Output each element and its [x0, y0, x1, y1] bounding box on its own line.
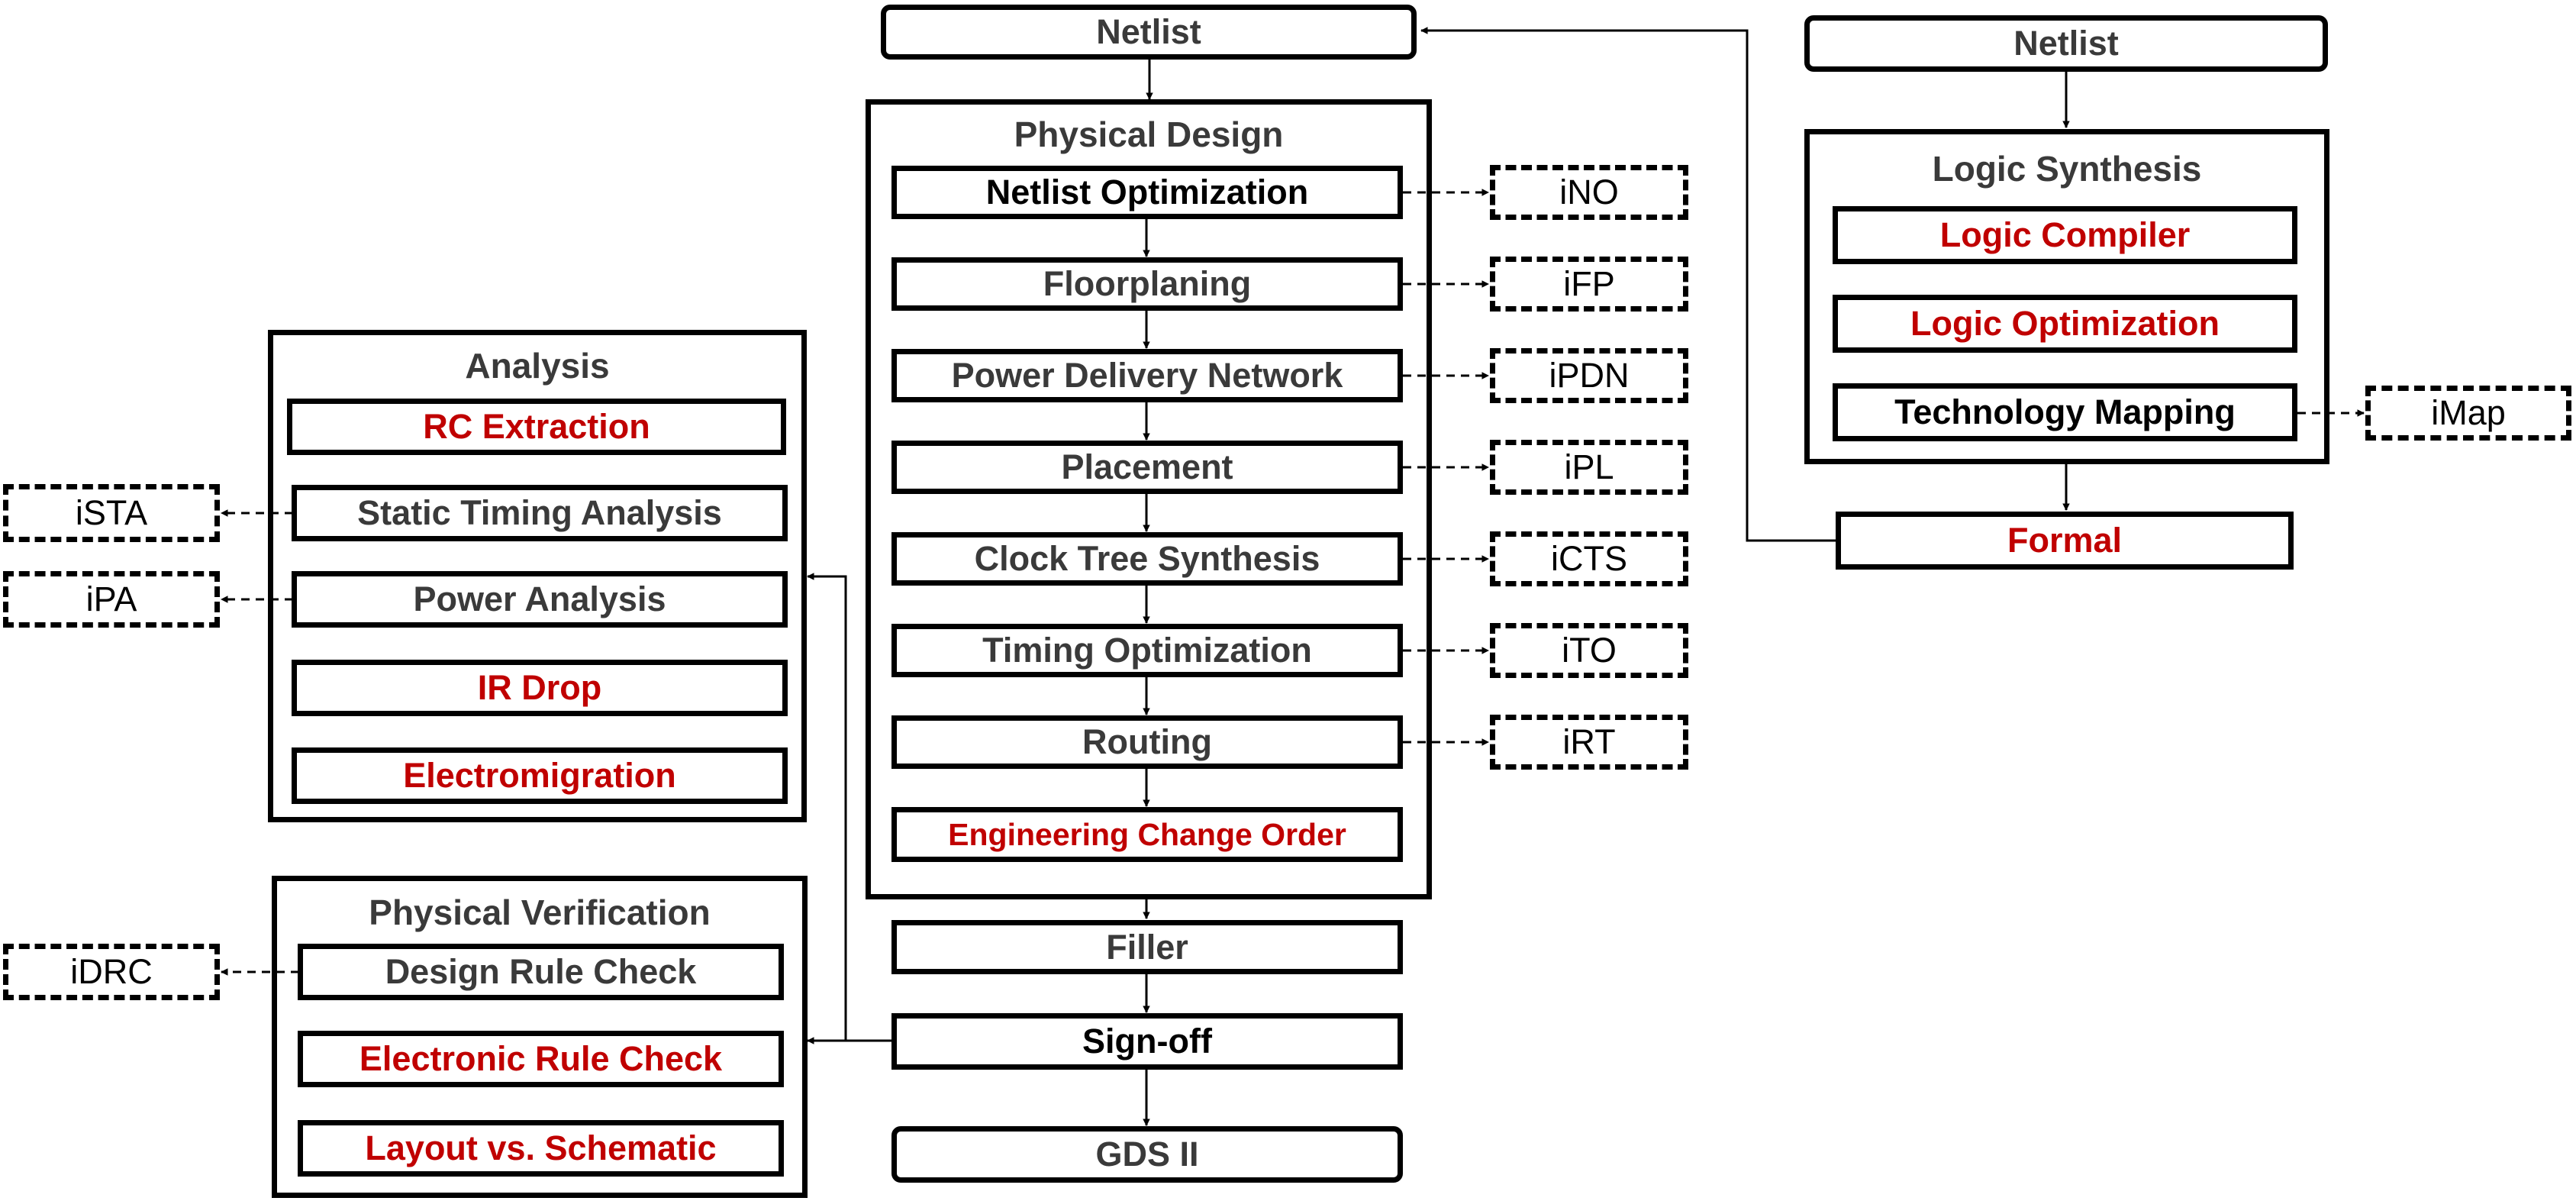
- physical-verification-title: Physical Verification: [369, 893, 711, 932]
- tool-ito-label: iTO: [1562, 631, 1617, 670]
- clock-tree-synthesis-box: Clock Tree Synthesis: [891, 532, 1403, 586]
- analysis-group: Analysis: [268, 330, 807, 822]
- tool-ipdn: iPDN: [1490, 348, 1688, 403]
- logic-synthesis-group: Logic Synthesis: [1804, 129, 2329, 464]
- clock-tree-synthesis-label: Clock Tree Synthesis: [974, 539, 1320, 578]
- electronic-rule-check-box: Electronic Rule Check: [298, 1031, 784, 1087]
- netlist-label: Netlist: [1096, 12, 1201, 51]
- formal-label: Formal: [2007, 521, 2123, 560]
- timing-optimization-label: Timing Optimization: [982, 631, 1312, 670]
- gds-ii-label: GDS II: [1095, 1135, 1199, 1174]
- physical-verification-group: Physical Verification: [272, 876, 808, 1198]
- tool-ipa-label: iPA: [85, 580, 137, 618]
- rc-extraction-label: RC Extraction: [423, 407, 650, 446]
- ls-netlist-label: Netlist: [2013, 24, 2119, 63]
- gds-ii-box: GDS II: [891, 1126, 1403, 1183]
- tool-idrc: iDRC: [3, 944, 220, 1000]
- placement-box: Placement: [891, 441, 1403, 494]
- static-timing-analysis-box: Static Timing Analysis: [292, 485, 788, 541]
- tool-irt-label: iRT: [1562, 722, 1616, 761]
- tool-ifp: iFP: [1490, 257, 1688, 312]
- physical-design-group: Physical Design: [866, 99, 1432, 899]
- power-analysis-label: Power Analysis: [413, 580, 666, 618]
- formal-box: Formal: [1836, 512, 2294, 570]
- signoff-box: Sign-off: [891, 1013, 1403, 1070]
- logic-compiler-label: Logic Compiler: [1939, 215, 2191, 254]
- power-delivery-network-box: Power Delivery Network: [891, 349, 1403, 402]
- floorplaning-box: Floorplaning: [891, 257, 1403, 311]
- electromigration-box: Electromigration: [292, 747, 788, 804]
- power-delivery-network-label: Power Delivery Network: [951, 356, 1343, 395]
- design-rule-check-box: Design Rule Check: [298, 944, 784, 1000]
- tool-idrc-label: iDRC: [70, 952, 153, 991]
- tool-icts-label: iCTS: [1551, 539, 1627, 578]
- netlist-optimization-label: Netlist Optimization: [985, 173, 1309, 211]
- logic-compiler-box: Logic Compiler: [1833, 206, 2297, 264]
- logic-optimization-label: Logic Optimization: [1910, 304, 2220, 343]
- engineering-change-order-box: Engineering Change Order: [891, 807, 1403, 862]
- tool-ipa: iPA: [3, 571, 220, 628]
- design-rule-check-label: Design Rule Check: [385, 952, 697, 991]
- tool-ista-label: iSTA: [75, 493, 148, 532]
- tool-ipl-label: iPL: [1564, 447, 1614, 486]
- tool-ifp-label: iFP: [1563, 264, 1615, 303]
- tool-ipdn-label: iPDN: [1549, 356, 1630, 395]
- signoff-label: Sign-off: [1082, 1022, 1212, 1061]
- tool-imap: iMap: [2365, 386, 2571, 441]
- engineering-change-order-label: Engineering Change Order: [948, 816, 1346, 852]
- tool-ino-label: iNO: [1559, 173, 1619, 211]
- tool-imap-label: iMap: [2431, 393, 2506, 432]
- tool-ipl: iPL: [1490, 440, 1688, 495]
- tool-ista: iSTA: [3, 484, 220, 542]
- technology-mapping-box: Technology Mapping: [1833, 383, 2297, 441]
- logic-synthesis-title: Logic Synthesis: [1932, 149, 2202, 189]
- rc-extraction-box: RC Extraction: [287, 399, 786, 455]
- tool-irt: iRT: [1490, 715, 1688, 770]
- analysis-title: Analysis: [465, 346, 610, 386]
- physical-design-title: Physical Design: [1014, 115, 1284, 154]
- tool-icts: iCTS: [1490, 531, 1688, 586]
- netlist-optimization-box: Netlist Optimization: [891, 166, 1403, 219]
- routing-box: Routing: [891, 715, 1403, 769]
- ir-drop-label: IR Drop: [477, 668, 602, 707]
- electromigration-label: Electromigration: [403, 756, 676, 795]
- floorplaning-label: Floorplaning: [1043, 264, 1252, 303]
- static-timing-analysis-label: Static Timing Analysis: [357, 493, 722, 532]
- layout-vs-schematic-box: Layout vs. Schematic: [298, 1120, 784, 1177]
- timing-optimization-box: Timing Optimization: [891, 624, 1403, 677]
- ir-drop-box: IR Drop: [292, 660, 788, 716]
- placement-label: Placement: [1061, 447, 1233, 486]
- arrow-formal-to-netlist: [1420, 27, 1836, 542]
- tool-ito: iTO: [1490, 623, 1688, 678]
- filler-box: Filler: [891, 920, 1403, 974]
- routing-label: Routing: [1082, 722, 1212, 761]
- power-analysis-box: Power Analysis: [292, 571, 788, 628]
- technology-mapping-label: Technology Mapping: [1894, 392, 2236, 431]
- electronic-rule-check-label: Electronic Rule Check: [359, 1039, 723, 1078]
- layout-vs-schematic-label: Layout vs. Schematic: [365, 1128, 717, 1167]
- netlist-box: Netlist: [881, 5, 1417, 60]
- tool-ino: iNO: [1490, 165, 1688, 220]
- ls-netlist-box: Netlist: [1804, 15, 2328, 72]
- filler-label: Filler: [1106, 927, 1188, 967]
- logic-optimization-box: Logic Optimization: [1833, 295, 2297, 353]
